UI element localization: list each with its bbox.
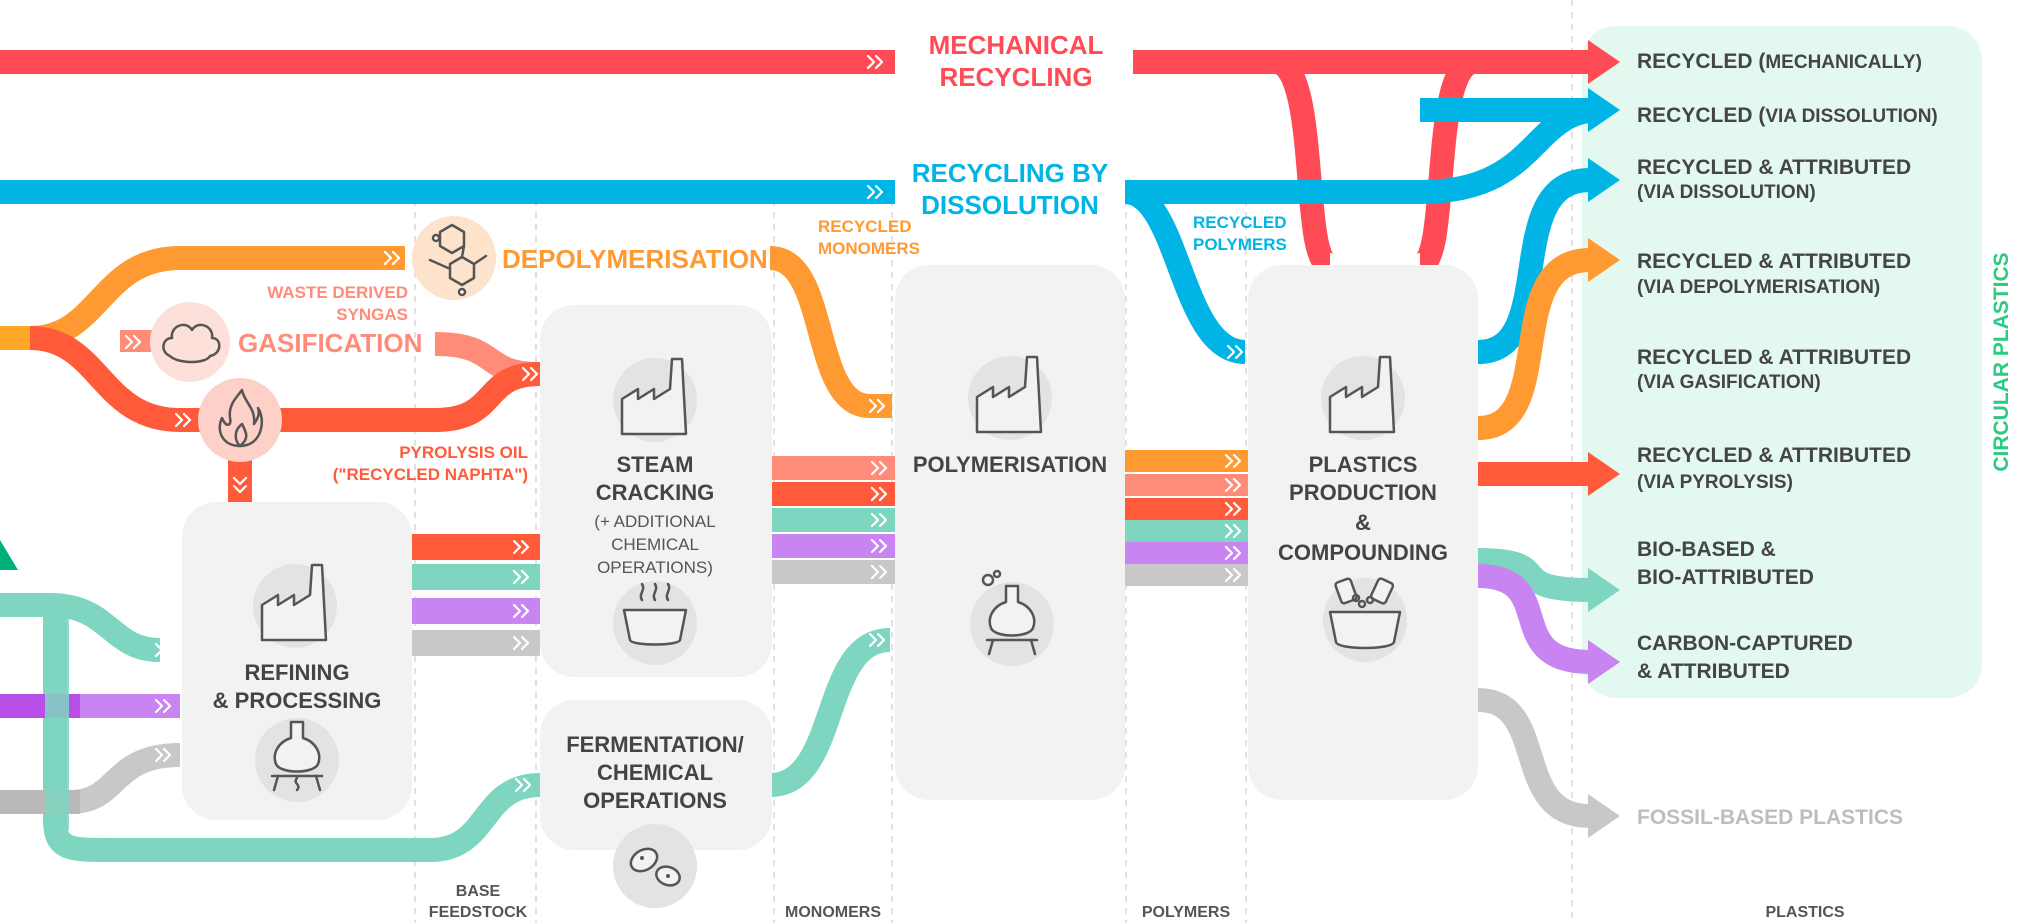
output-recycled-dissolution: RECYCLED (VIA DISSOLUTION)	[1637, 104, 1938, 127]
output-ra-gas-sub: (VIA GASIFICATION)	[1637, 372, 1821, 393]
polymer-bands	[1124, 450, 1250, 586]
gasification-label: GASIFICATION	[238, 328, 422, 358]
steam-cracking-box	[540, 305, 772, 677]
pyrolysis-label: PYROLYSIS	[292, 406, 438, 436]
refining-box	[182, 502, 412, 820]
output-ra-depoly-sub: (VIA DEPOLYMERISATION)	[1637, 277, 1880, 298]
plastics-label-3: &	[1355, 510, 1371, 535]
output-carbon: CARBON-CAPTURED	[1637, 632, 1853, 655]
factory-icon-refining	[253, 563, 337, 648]
output-ra-gas: RECYCLED & ATTRIBUTED	[1637, 346, 1911, 369]
bacteria-icon	[613, 824, 697, 908]
pyrolysis-oil-label: PYROLYSIS OIL	[399, 443, 528, 462]
stage-polymers: POLYMERS	[1142, 904, 1231, 921]
steam-sub-label-2: CHEMICAL	[611, 535, 699, 554]
steam-cracking-label: STEAM	[617, 452, 694, 477]
recycled-monomers-label-2: MONOMERS	[818, 239, 920, 258]
output-fossil: FOSSIL-BASED PLASTICS	[1637, 806, 1903, 829]
flask-icon-polymerisation	[970, 569, 1054, 666]
recycled-monomers-label: RECYCLED	[818, 217, 912, 236]
fermentation-label: FERMENTATION/	[566, 732, 744, 757]
mechanical-recycling-label: MECHANICAL	[929, 30, 1104, 60]
factory-icon-polymerisation	[968, 355, 1052, 440]
mechanical-recycling-flow	[0, 40, 1620, 277]
pyrolysis-output-flow	[1478, 452, 1620, 496]
output-ra-dissolution: RECYCLED & ATTRIBUTED	[1637, 156, 1911, 179]
circular-plastics-panel	[1582, 26, 1982, 698]
fossil-flow	[0, 688, 1620, 838]
recycled-polymers-label: RECYCLED	[1193, 213, 1287, 232]
stage-base-feedstock: BASE	[456, 883, 501, 900]
plastics-box	[1248, 265, 1478, 800]
waste-feed-flow	[0, 246, 440, 432]
dissolution-flow	[0, 88, 1620, 364]
refining-label: REFINING	[244, 660, 349, 685]
cloud-icon	[150, 302, 230, 382]
pyrolysis-oil-label-2: ("RECYCLED NAPHTA")	[333, 465, 528, 484]
recycled-polymers-label-2: POLYMERS	[1193, 235, 1287, 254]
output-bio: BIO-BASED &	[1637, 538, 1776, 561]
factory-icon-steam	[613, 357, 697, 442]
stage-plastics: PLASTICS	[1765, 904, 1844, 921]
output-recycled-mechanically: RECYCLED (MECHANICALLY)	[1637, 50, 1922, 73]
plastics-label-4: COMPOUNDING	[1278, 540, 1448, 565]
depolymerisation-label: DEPOLYMERISATION	[502, 244, 768, 274]
plastics-label: PLASTICS	[1309, 452, 1418, 477]
depolymerisation-flow	[383, 238, 1620, 440]
fermentation-label-2: CHEMICAL	[597, 760, 713, 785]
monomer-bands	[770, 456, 896, 584]
stage-base-feedstock-2: FEEDSTOCK	[429, 904, 528, 921]
base-feedstock-bands	[410, 534, 540, 656]
fermentation-box	[540, 700, 772, 850]
dissolution-label: RECYCLING BY	[912, 158, 1108, 188]
output-ra-dissolution-sub: (VIA DISSOLUTION)	[1637, 182, 1816, 203]
steam-bath-icon	[613, 581, 697, 665]
output-carbon-2: & ATTRIBUTED	[1637, 660, 1790, 683]
output-ra-pyro-sub: (VIA PYROLYSIS)	[1637, 472, 1793, 493]
plastics-label-2: PRODUCTION	[1289, 480, 1437, 505]
mechanical-recycling-label-2: RECYCLING	[939, 62, 1092, 92]
steam-sub-label-3: OPERATIONS)	[597, 558, 713, 577]
fermentation-label-3: OPERATIONS	[583, 788, 727, 813]
dissolution-label-2: DISSOLUTION	[921, 190, 1099, 220]
flask-icon-refining	[255, 718, 339, 802]
waste-syngas-label-2: SYNGAS	[336, 305, 408, 324]
output-ra-pyro: RECYCLED & ATTRIBUTED	[1637, 444, 1911, 467]
molecule-icon	[412, 216, 496, 300]
factory-icon-plastics	[1321, 355, 1405, 440]
refining-label-2: & PROCESSING	[213, 688, 382, 713]
waste-syngas-label: WASTE DERIVED	[267, 283, 408, 302]
compounding-bowl-icon	[1323, 577, 1407, 662]
output-bio-2: BIO-ATTRIBUTED	[1637, 566, 1814, 589]
output-ra-depoly: RECYCLED & ATTRIBUTED	[1637, 250, 1911, 273]
circular-plastics-label: CIRCULAR PLASTICS	[1990, 252, 2013, 471]
stage-monomers: MONOMERS	[785, 904, 881, 921]
flame-icon	[198, 378, 282, 462]
polymerisation-label: POLYMERISATION	[913, 452, 1107, 477]
polymerisation-box	[895, 265, 1125, 800]
steam-sub-label: (+ ADDITIONAL	[594, 512, 715, 531]
steam-cracking-label-2: CRACKING	[596, 480, 715, 505]
pyrolysis-flow	[174, 362, 541, 508]
